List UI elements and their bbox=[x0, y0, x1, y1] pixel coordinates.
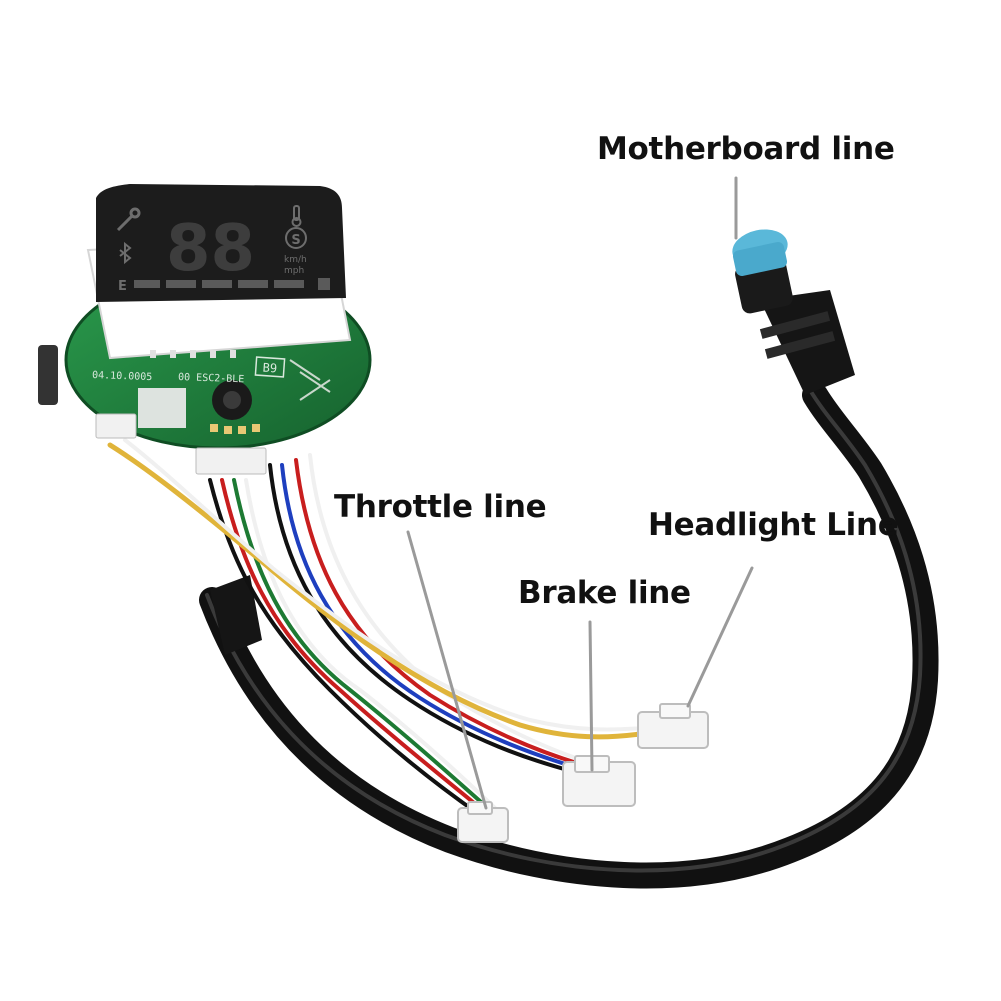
wire-bundle bbox=[107, 438, 647, 817]
cable-sleeve bbox=[210, 575, 262, 655]
leader-lines bbox=[406, 176, 754, 810]
headlight-connector bbox=[637, 703, 709, 749]
headlight-line-label: Headlight Line bbox=[648, 507, 899, 543]
bluetooth-icon bbox=[119, 241, 132, 265]
battery-bar bbox=[134, 280, 304, 288]
throttle-line-label: Throttle line bbox=[334, 489, 547, 525]
unit-mph: mph bbox=[284, 266, 304, 276]
throttle-connector bbox=[457, 801, 509, 843]
speed-digits: 88 bbox=[166, 212, 255, 286]
brake-connector bbox=[562, 755, 636, 807]
board-tag: B9 bbox=[262, 361, 277, 376]
unit-kmh: km/h bbox=[284, 255, 307, 265]
silkscreen-code: 04.10.0005 bbox=[92, 370, 153, 383]
silkscreen-model: 00 ESC2-BLE bbox=[178, 372, 245, 385]
thermometer-icon bbox=[291, 205, 302, 227]
battery-icon bbox=[318, 278, 330, 290]
brake-line-label: Brake line bbox=[518, 575, 691, 611]
wrench-icon bbox=[116, 207, 141, 232]
motherboard-connector bbox=[732, 229, 855, 395]
display-unit: 88 S km/h mph E bbox=[86, 184, 352, 360]
motherboard-line-label: Motherboard line bbox=[597, 131, 895, 167]
mode-letter: S bbox=[291, 233, 300, 248]
segment-letter: E bbox=[118, 279, 127, 294]
